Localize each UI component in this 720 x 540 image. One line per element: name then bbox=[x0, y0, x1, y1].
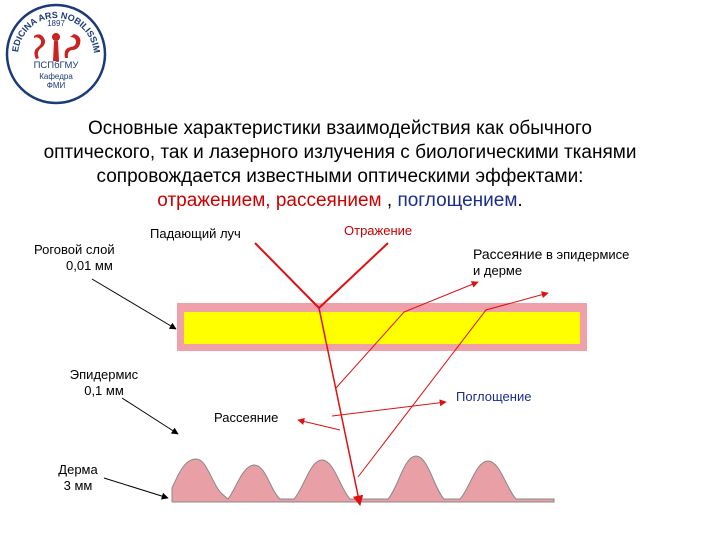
label-reflection: Отражение bbox=[344, 223, 413, 238]
reflected-ray bbox=[318, 242, 389, 309]
scattering-epidermis-rest: в эпидермисе bbox=[542, 247, 630, 262]
horny-layer-name: Роговой слой bbox=[34, 242, 115, 257]
label-epidermis: Эпидермис 0,1 мм bbox=[64, 367, 144, 399]
label-absorption: Поглощение bbox=[456, 389, 532, 404]
pointer-epidermis bbox=[121, 397, 179, 435]
title-end: . bbox=[517, 190, 523, 211]
logo-org: ПСПбГМУ bbox=[34, 60, 80, 71]
scattered-ray-derma bbox=[357, 291, 549, 478]
label-horny-layer: Роговой слой 0,01 мм bbox=[34, 242, 115, 274]
scattering-epidermis-line2: и дерме bbox=[473, 263, 523, 278]
effect-separator: , bbox=[381, 190, 398, 211]
incident-ray bbox=[254, 242, 320, 309]
slide-title: Основные характеристики взаимодействия к… bbox=[20, 117, 660, 213]
snake-emblem-icon bbox=[34, 33, 81, 61]
label-scattering-epidermis: Рассеяние в эпидермисе и дерме bbox=[473, 246, 629, 279]
title-line-3: сопровождается известными оптическими эф… bbox=[96, 166, 584, 187]
university-logo: MEDICINA ARS NOBILISSIMA 1897 ПСПбГМУ Ка… bbox=[4, 2, 107, 105]
derma-profile bbox=[171, 455, 555, 503]
derma-name: Дерма bbox=[58, 462, 98, 477]
logo-year: 1897 bbox=[47, 19, 65, 28]
effect-absorption: поглощением bbox=[397, 190, 518, 211]
logo-dept-line2: ФМИ bbox=[47, 81, 66, 90]
absorption-ray bbox=[331, 399, 447, 417]
scattered-ray-upper bbox=[335, 281, 479, 389]
epidermis-size: 0,1 мм bbox=[84, 383, 124, 398]
scattering-epidermis-word: Рассеяние bbox=[473, 246, 543, 262]
epidermis-name: Эпидермис bbox=[69, 367, 139, 382]
effect-reflection: отражением, bbox=[157, 190, 271, 211]
effect-scattering: рассеянием bbox=[275, 190, 382, 211]
title-line-2: оптического, так и лазерного излучения с… bbox=[43, 142, 637, 163]
derma-size: 3 мм bbox=[63, 478, 93, 493]
label-scattering: Рассеяние bbox=[214, 410, 279, 425]
title-line-1: Основные характеристики взаимодействия к… bbox=[88, 118, 592, 139]
logo-dept-line1: Кафедра bbox=[39, 72, 73, 81]
horny-layer-size: 0,01 мм bbox=[66, 258, 113, 273]
refracted-ray bbox=[318, 307, 364, 507]
pointer-horny-layer bbox=[91, 278, 177, 330]
epidermis-layer bbox=[184, 312, 580, 344]
label-incident-ray: Падающий луч bbox=[150, 226, 241, 241]
scattering-ray-left bbox=[297, 418, 341, 431]
title-line-4: отражением, рассеянием , поглощением. bbox=[20, 189, 660, 213]
pointer-derma bbox=[103, 477, 169, 500]
label-derma: Дерма 3 мм bbox=[48, 462, 108, 494]
